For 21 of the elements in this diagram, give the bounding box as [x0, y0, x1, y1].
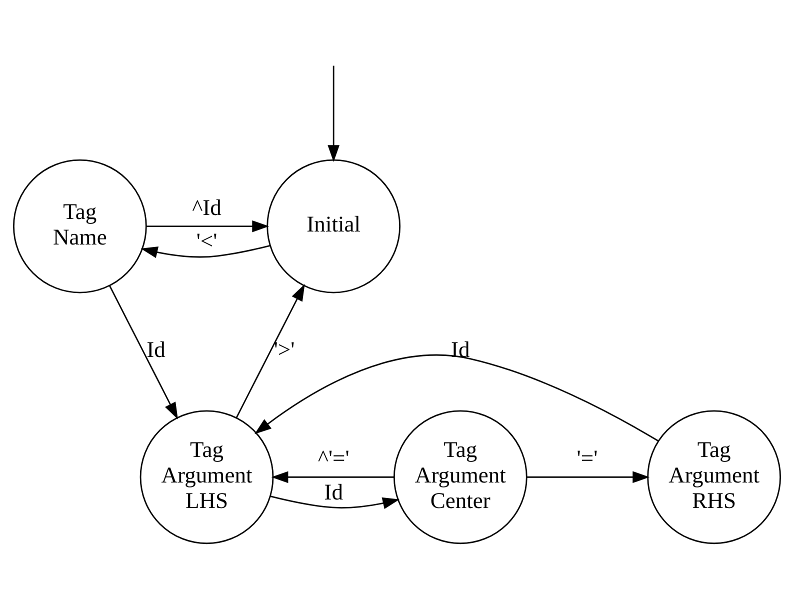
arrow [527, 470, 650, 483]
edge-label: Id [324, 478, 343, 504]
edge-label: '>' [274, 336, 295, 362]
arrow [270, 495, 400, 508]
edge-label: ^Id [192, 194, 222, 220]
node-circle: Tag Argument Center [393, 410, 528, 544]
edge-label: Id [451, 336, 470, 362]
arrow [328, 65, 340, 162]
edge-label: ^'=' [318, 445, 350, 470]
arrow [140, 244, 270, 258]
arrow [146, 220, 270, 232]
edge-label: '=' [576, 445, 598, 470]
arrow [236, 283, 305, 418]
node-circle: Tag Name [13, 158, 147, 293]
edge-label: '<' [196, 228, 218, 254]
arrow [271, 470, 394, 483]
arrow [254, 354, 659, 441]
node-circle: Tag Argument RHS [647, 410, 781, 544]
arrow [109, 285, 178, 419]
node-circle: Initial [266, 158, 401, 293]
edge-label: Id [146, 336, 166, 362]
